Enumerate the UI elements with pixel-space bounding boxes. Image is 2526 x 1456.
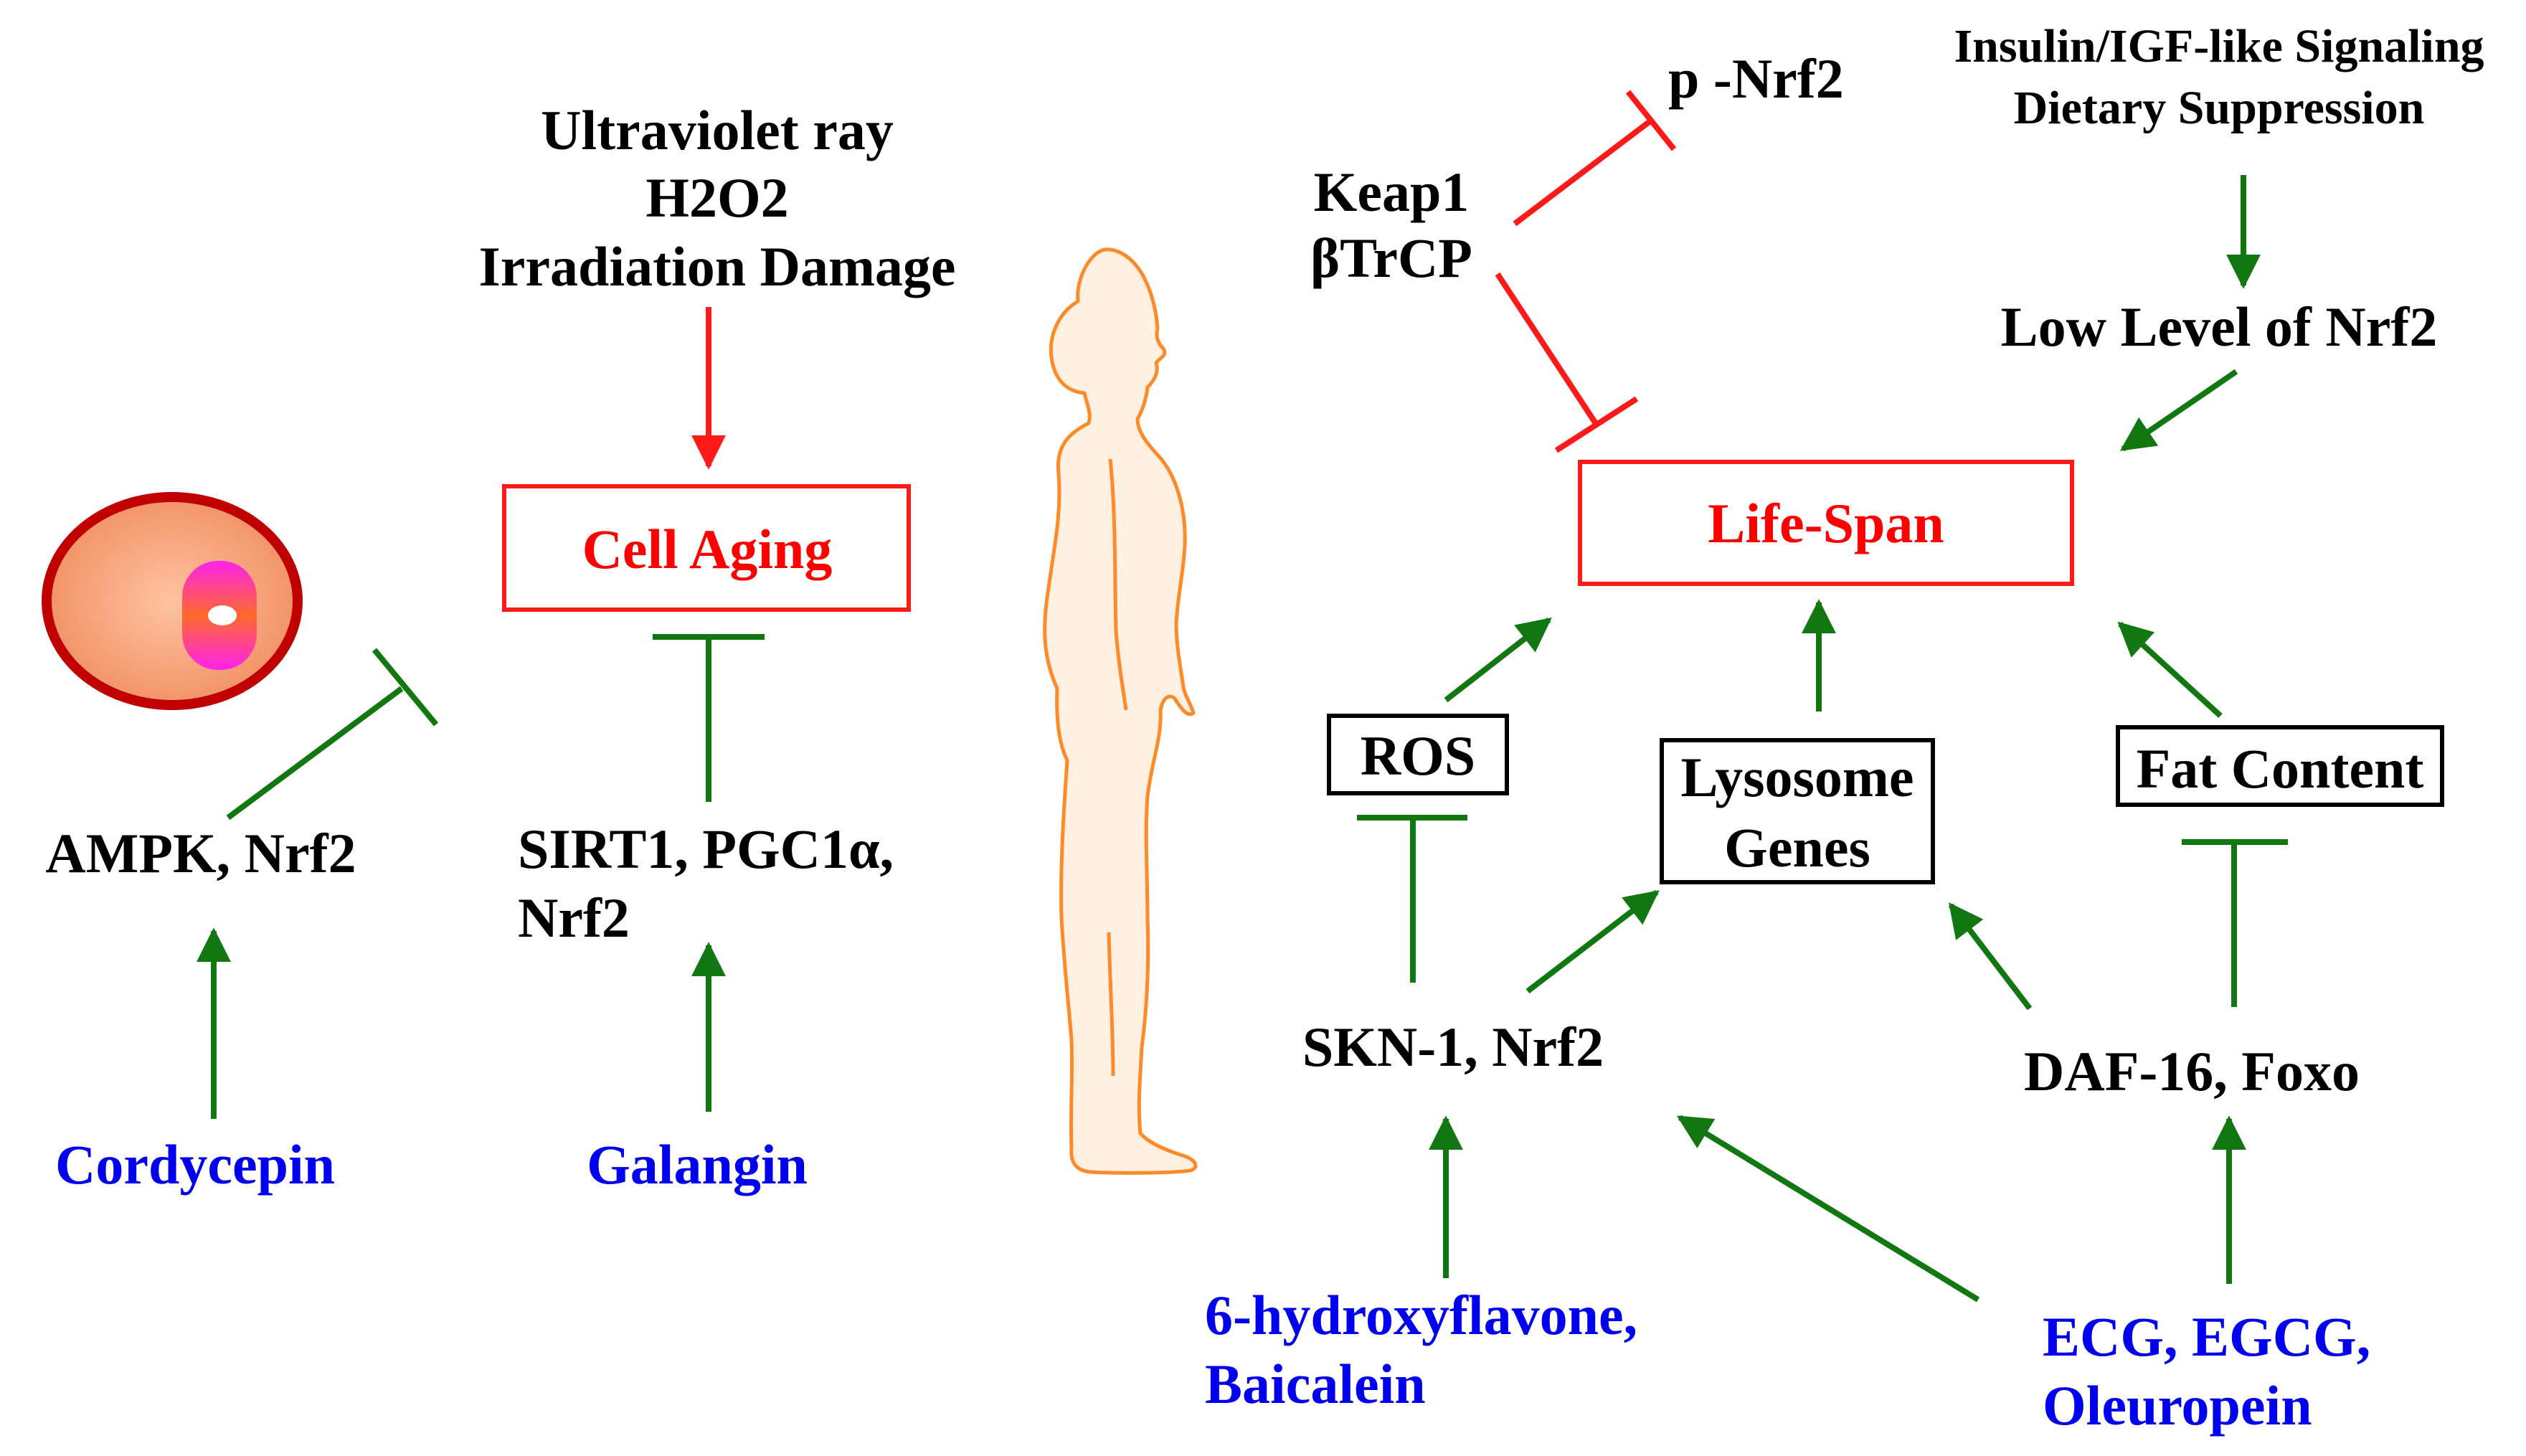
stress-h2o2: H2O2 xyxy=(645,166,788,229)
lysosome-box xyxy=(1660,738,1935,884)
cell-aging-label: Cell Aging xyxy=(582,518,833,580)
inhibit-ampk-to-cell xyxy=(226,648,439,821)
node-ampk-nrf2: AMPK, Nrf2 xyxy=(45,822,356,884)
human-body-icon xyxy=(1043,247,1198,1175)
compound-hydroxyflavone-line1: 6-hydroxyflavone, xyxy=(1205,1284,1637,1346)
node-btrcp: βTrCP xyxy=(1310,227,1472,289)
node-daf16-foxo: DAF-16, Foxo xyxy=(2024,1040,2360,1102)
arrow-skn1-to-lysosome xyxy=(1525,889,1660,994)
node-skn1-nrf2: SKN-1, Nrf2 xyxy=(1302,1016,1604,1078)
lysosome-label-line2: Genes xyxy=(1724,816,1870,879)
cell-icon xyxy=(42,492,303,710)
node-sirt1-line2: Nrf2 xyxy=(518,887,630,949)
arrow-ecg-to-skn1 xyxy=(1676,1115,1980,1303)
fat-content-box xyxy=(2116,725,2444,807)
ros-box xyxy=(1327,714,1509,795)
lysosome-label-line1: Lysosome xyxy=(1680,746,1914,808)
lifespan-label: Life-Span xyxy=(1708,492,1944,554)
inhibit-skn1-to-ros xyxy=(1357,815,1467,983)
compound-cordycepin: Cordycepin xyxy=(55,1133,335,1196)
stress-irradiation: Irradiation Damage xyxy=(478,235,955,298)
inhibit-daf16-to-fat xyxy=(2182,839,2288,1007)
stress-ultraviolet: Ultraviolet ray xyxy=(541,99,894,161)
lifespan-box xyxy=(1578,460,2074,586)
node-low-nrf2: Low Level of Nrf2 xyxy=(2001,296,2438,358)
arrow-daf16-to-lysosome xyxy=(1948,902,2033,1011)
fat-content-label: Fat Content xyxy=(2137,737,2424,800)
arrow-fat-to-lifespan xyxy=(2117,621,2223,718)
compound-hydroxyflavone-line2: Baicalein xyxy=(1205,1353,1426,1415)
inhibit-keap1-to-pnrf2 xyxy=(1513,90,1677,227)
node-p-nrf2: p -Nrf2 xyxy=(1668,47,1844,110)
compound-ecg-line2: Oleuropein xyxy=(2043,1374,2312,1437)
compound-galangin: Galangin xyxy=(587,1133,808,1196)
ros-label: ROS xyxy=(1361,724,1475,787)
arrow-ros-to-lifespan xyxy=(1444,617,1552,703)
inhibit-sirt1-to-cell-aging xyxy=(653,634,765,802)
signaling-line1: Insulin/IGF-like Signaling xyxy=(1954,20,2484,72)
signaling-line2: Dietary Suppression xyxy=(2014,82,2425,134)
compound-ecg-line1: ECG, EGCG, xyxy=(2043,1305,2370,1368)
arrow-low-nrf2-to-lifespan xyxy=(2120,369,2238,452)
inhibit-btrcp-to-lifespan xyxy=(1495,272,1639,453)
node-sirt1-line1: SIRT1, PGC1α, xyxy=(518,818,894,880)
node-keap1: Keap1 xyxy=(1314,161,1470,223)
cell-aging-box xyxy=(502,484,911,612)
